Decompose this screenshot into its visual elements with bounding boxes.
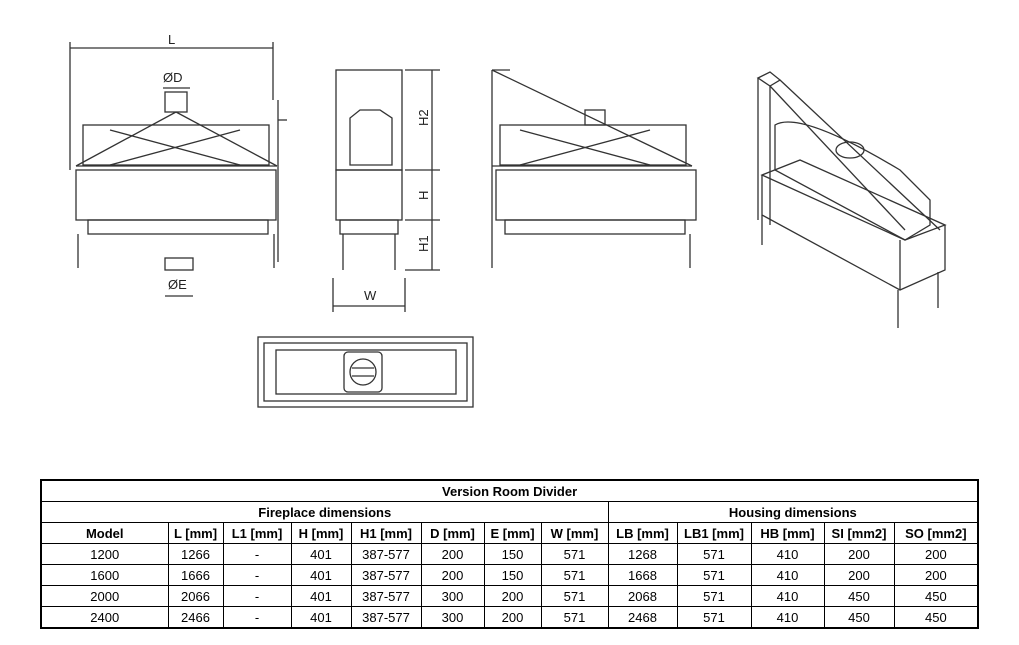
table-cell: - <box>222 564 292 586</box>
table-cell: 450 <box>893 606 979 629</box>
table-cell: 401 <box>290 543 352 565</box>
table-cell: 450 <box>823 585 895 607</box>
side-view-drawing: H2 H H1 W <box>332 69 440 312</box>
table-cell: 1268 <box>607 543 678 565</box>
column-header: L [mm] <box>167 522 224 544</box>
table-cell: 150 <box>483 543 542 565</box>
dimension-label-h: H <box>416 191 431 200</box>
table-cell: 1266 <box>167 543 224 565</box>
column-header: HB [mm] <box>750 522 825 544</box>
table-cell: 571 <box>540 564 609 586</box>
column-header: D [mm] <box>420 522 485 544</box>
dimension-label-diameter-e: ØE <box>168 277 187 292</box>
table-cell: 571 <box>540 585 609 607</box>
table-cell: 387-577 <box>350 564 422 586</box>
dimension-label-h2: H2 <box>416 109 431 126</box>
top-view-drawing <box>257 336 474 408</box>
table-cell: 401 <box>290 585 352 607</box>
table-cell: 1200 <box>40 543 169 565</box>
group-header-housing: Housing dimensions <box>607 501 979 523</box>
table-cell: 2066 <box>167 585 224 607</box>
column-header: Model <box>40 522 169 544</box>
table-cell: 571 <box>540 606 609 629</box>
column-header: L1 [mm] <box>222 522 292 544</box>
column-header: E [mm] <box>483 522 542 544</box>
table-cell: 387-577 <box>350 606 422 629</box>
column-header: SO [mm2] <box>893 522 979 544</box>
column-header: H1 [mm] <box>350 522 422 544</box>
table-cell: 200 <box>420 543 485 565</box>
table-cell: 1666 <box>167 564 224 586</box>
column-header: LB [mm] <box>607 522 678 544</box>
table-cell: 300 <box>420 585 485 607</box>
group-header-fireplace: Fireplace dimensions <box>40 501 609 523</box>
table-cell: 410 <box>750 543 825 565</box>
table-cell: 571 <box>676 606 752 629</box>
table-cell: 1600 <box>40 564 169 586</box>
table-cell: - <box>222 606 292 629</box>
technical-drawings: L ØD ØE H2 H H1 W <box>69 32 947 408</box>
table-cell: 387-577 <box>350 543 422 565</box>
table-cell: - <box>222 585 292 607</box>
table-cell: 200 <box>483 606 542 629</box>
table-cell: 200 <box>893 564 979 586</box>
table-cell: 387-577 <box>350 585 422 607</box>
column-header: LB1 [mm] <box>676 522 752 544</box>
dimension-label-h1: H1 <box>416 235 431 252</box>
table-cell: 2068 <box>607 585 678 607</box>
table-cell: 401 <box>290 606 352 629</box>
table-cell: 571 <box>676 543 752 565</box>
rear-view-drawing <box>491 69 697 268</box>
column-header: H [mm] <box>290 522 352 544</box>
table-cell: - <box>222 543 292 565</box>
table-cell: 410 <box>750 606 825 629</box>
table-cell: 150 <box>483 564 542 586</box>
isometric-view-drawing <box>756 71 947 328</box>
table-cell: 410 <box>750 564 825 586</box>
table-cell: 200 <box>483 585 542 607</box>
table-cell: 571 <box>540 543 609 565</box>
dimension-label-l: L <box>168 32 175 47</box>
table-cell: 200 <box>893 543 979 565</box>
table-cell: 450 <box>893 585 979 607</box>
table-cell: 2466 <box>167 606 224 629</box>
column-header: SI [mm2] <box>823 522 895 544</box>
dimension-label-w: W <box>364 288 377 303</box>
table-cell: 571 <box>676 585 752 607</box>
table-title: Version Room Divider <box>40 479 979 502</box>
table-cell: 2400 <box>40 606 169 629</box>
table-cell: 200 <box>823 564 895 586</box>
table-cell: 401 <box>290 564 352 586</box>
table-cell: 450 <box>823 606 895 629</box>
table-cell: 200 <box>420 564 485 586</box>
column-header: W [mm] <box>540 522 609 544</box>
dimensions-table: Version Room Divider Fireplace dimension… <box>40 479 980 629</box>
table-cell: 300 <box>420 606 485 629</box>
table-cell: 2468 <box>607 606 678 629</box>
table-cell: 200 <box>823 543 895 565</box>
dimension-label-diameter-d: ØD <box>163 70 183 85</box>
table-cell: 410 <box>750 585 825 607</box>
table-cell: 571 <box>676 564 752 586</box>
front-view-drawing: L ØD ØE <box>69 32 287 297</box>
table-cell: 1668 <box>607 564 678 586</box>
table-cell: 2000 <box>40 585 169 607</box>
